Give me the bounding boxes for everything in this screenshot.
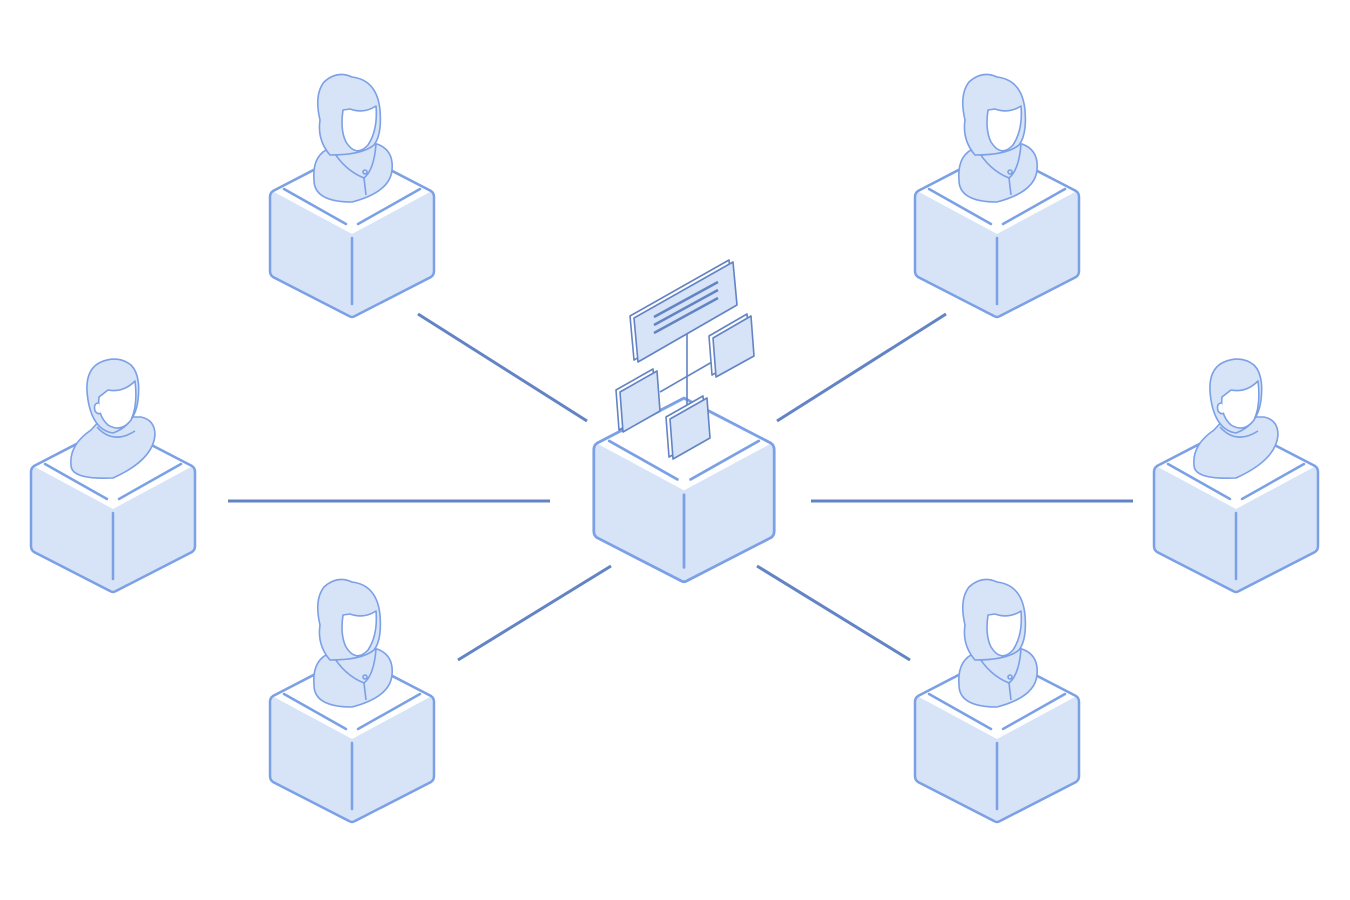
woman-avatar-icon [957, 73, 1039, 203]
woman-avatar-icon [957, 578, 1039, 708]
connector-line [457, 564, 612, 662]
org-chart-cards-icon [615, 259, 755, 460]
man-avatar-icon [1193, 358, 1279, 480]
node-right [1152, 358, 1320, 594]
connectors [228, 312, 1133, 662]
connector-line [756, 564, 911, 662]
org-card-bottom [669, 397, 711, 460]
node-left [29, 358, 197, 594]
connector-line [776, 312, 947, 423]
connector-line [417, 312, 588, 423]
woman-avatar-icon [312, 73, 394, 203]
node-top-right [913, 73, 1081, 319]
node-bottom-left [268, 578, 436, 824]
woman-avatar-icon [312, 578, 394, 708]
org-card-left [619, 370, 661, 433]
man-avatar-icon [70, 358, 156, 480]
node-top-left [268, 73, 436, 319]
node-bottom-right [913, 578, 1081, 824]
text-lines-icon [653, 280, 719, 335]
org-card-right [712, 315, 755, 378]
hub-node [592, 259, 776, 584]
